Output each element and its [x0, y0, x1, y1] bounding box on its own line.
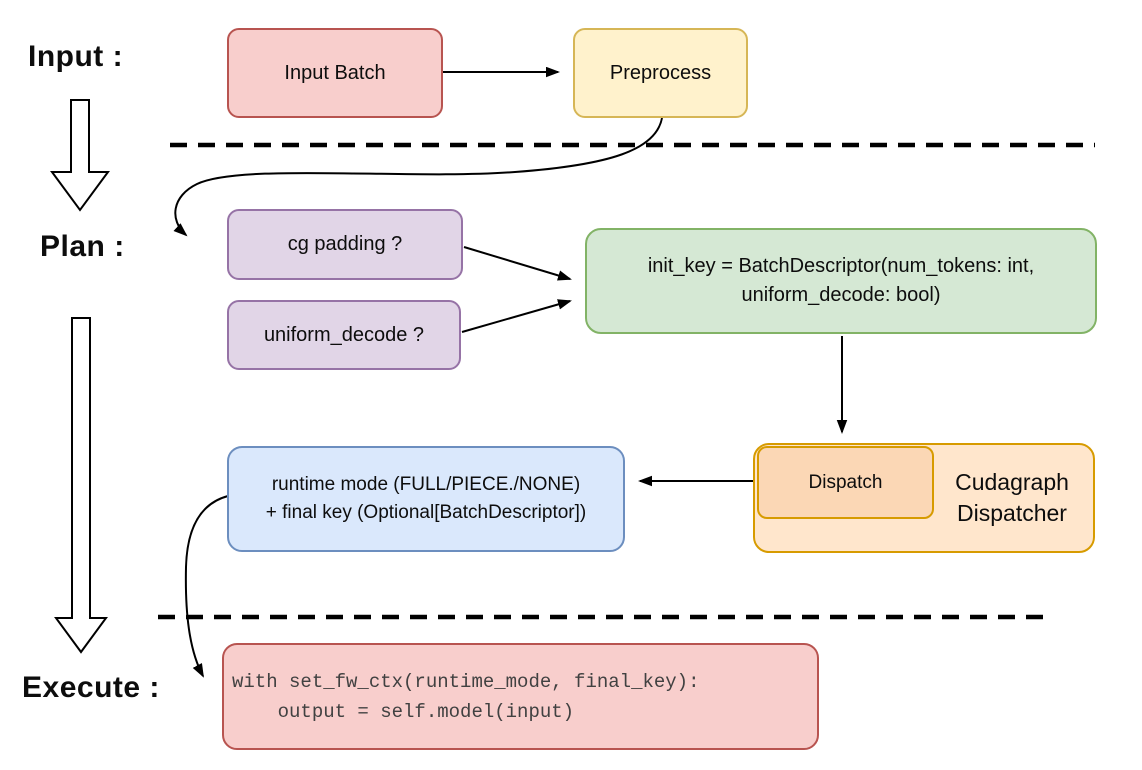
node-input-batch-label: Input Batch — [284, 61, 386, 84]
node-input-batch: Input Batch — [227, 28, 443, 118]
node-execute-code: with set_fw_ctx(runtime_mode, final_key)… — [222, 643, 819, 750]
node-init-key-line2: uniform_decode: bool) — [741, 284, 941, 306]
arrow-runtime-mode-to-execute-code — [184, 495, 229, 678]
node-dispatch-label: Dispatch — [808, 471, 883, 493]
arrow-preprocess-to-cg-padding — [173, 117, 663, 237]
stage-label-execute: Execute : — [22, 671, 160, 704]
arrow-uniform-decode-to-init-key — [461, 299, 572, 333]
execute-code-line2: output = self.model(input) — [232, 700, 575, 723]
stage-label-plan: Plan : — [40, 230, 125, 263]
execute-code-line1: with set_fw_ctx(runtime_mode, final_key)… — [232, 670, 700, 693]
node-runtime-mode-line1: runtime mode (FULL/PIECE./NONE) — [271, 473, 581, 495]
node-dispatch: Dispatch — [757, 446, 934, 519]
node-cg-padding-label: cg padding ? — [287, 233, 403, 255]
node-init-key: init_key = BatchDescriptor(num_tokens: i… — [585, 228, 1097, 334]
plan-to-execute-arrow — [54, 317, 108, 654]
node-cudagraph-dispatcher: Dispatch Cudagraph Dispatcher — [753, 443, 1095, 553]
stage-label-input: Input : — [28, 40, 124, 73]
node-preprocess: Preprocess — [573, 28, 748, 118]
node-runtime-mode: runtime mode (FULL/PIECE./NONE) + final … — [227, 446, 625, 552]
node-uniform-decode: uniform_decode ? — [227, 300, 461, 370]
node-init-key-line1: init_key = BatchDescriptor(num_tokens: i… — [647, 255, 1035, 277]
node-runtime-mode-line2: + final key (Optional[BatchDescriptor]) — [265, 502, 587, 523]
node-uniform-decode-label: uniform_decode ? — [263, 323, 425, 346]
node-cg-padding: cg padding ? — [227, 209, 463, 280]
node-preprocess-label: Preprocess — [609, 61, 712, 84]
node-cudagraph-dispatcher-label: Cudagraph Dispatcher — [955, 468, 1069, 526]
arrow-cg-padding-to-init-key — [463, 246, 572, 281]
input-to-plan-arrow — [50, 99, 110, 212]
